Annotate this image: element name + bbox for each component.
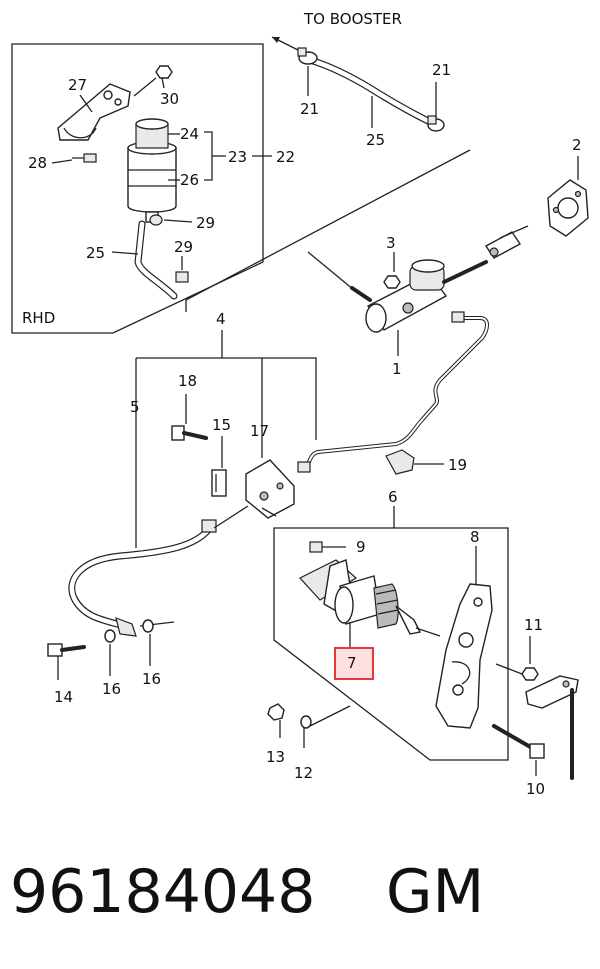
highlight-box-7[interactable] bbox=[334, 647, 374, 680]
label-23: 23 bbox=[228, 148, 247, 166]
bleeder-screw-9 bbox=[309, 541, 346, 553]
pipe-clip-19 bbox=[385, 449, 415, 475]
washer-12 bbox=[300, 715, 312, 729]
clutch-hose bbox=[68, 519, 217, 637]
label-18: 18 bbox=[178, 372, 197, 390]
label-16-right: 16 bbox=[142, 670, 161, 688]
bracket-17 bbox=[245, 459, 295, 519]
label-24: 24 bbox=[180, 125, 199, 143]
label-26: 26 bbox=[180, 171, 199, 189]
label-19: 19 bbox=[448, 456, 467, 474]
label-6: 6 bbox=[388, 488, 398, 506]
clamp-29-lower bbox=[175, 271, 189, 283]
label-29-lower: 29 bbox=[174, 238, 193, 256]
label-25-inset: 25 bbox=[86, 244, 105, 262]
brand-name: GM bbox=[386, 857, 484, 927]
label-12: 12 bbox=[294, 764, 313, 782]
bolt-10 bbox=[492, 724, 545, 759]
label-15: 15 bbox=[212, 416, 231, 434]
label-27: 27 bbox=[68, 76, 87, 94]
label-7[interactable]: 7 bbox=[347, 654, 357, 672]
label-16-left: 16 bbox=[102, 680, 121, 698]
label-14: 14 bbox=[54, 688, 73, 706]
label-3: 3 bbox=[386, 234, 396, 252]
label-28: 28 bbox=[28, 154, 47, 172]
label-29-upper: 29 bbox=[196, 214, 215, 232]
label-25-top: 25 bbox=[366, 131, 385, 149]
bolt-18 bbox=[171, 425, 208, 441]
slave-group-frame bbox=[273, 527, 509, 761]
nut-3 bbox=[383, 275, 401, 289]
label-22: 22 bbox=[276, 148, 295, 166]
nut-13 bbox=[267, 703, 285, 721]
label-1: 1 bbox=[392, 360, 402, 378]
clutch-slave-cylinder bbox=[299, 559, 441, 637]
rhd-label: RHD bbox=[22, 309, 55, 327]
label-13: 13 bbox=[266, 748, 285, 766]
washer-16-left bbox=[104, 629, 116, 643]
label-2: 2 bbox=[572, 136, 582, 154]
inset-reservoir-hose bbox=[134, 220, 178, 300]
label-21-right: 21 bbox=[432, 61, 451, 79]
pushrod-clevis bbox=[484, 225, 529, 259]
clip-15 bbox=[211, 469, 227, 497]
release-fork-8 bbox=[435, 583, 493, 729]
fluid-reservoir bbox=[127, 118, 177, 223]
label-8: 8 bbox=[470, 528, 480, 546]
label-5: 5 bbox=[130, 398, 140, 416]
part-number: 96184048 bbox=[10, 857, 315, 927]
label-11: 11 bbox=[524, 616, 543, 634]
label-9: 9 bbox=[356, 538, 366, 556]
rhd-inset-frame bbox=[11, 43, 264, 334]
screw-28 bbox=[72, 153, 97, 163]
pivot-plate bbox=[525, 675, 579, 709]
washer-16-right bbox=[142, 619, 154, 633]
hose-clamp-top-left bbox=[297, 47, 318, 65]
bolt-14 bbox=[47, 643, 86, 657]
label-21-left: 21 bbox=[300, 100, 319, 118]
clutch-master-cylinder bbox=[350, 259, 488, 333]
clutch-fluid-pipe bbox=[297, 311, 489, 473]
nut-11 bbox=[521, 667, 539, 681]
clamp-29-upper bbox=[149, 214, 163, 226]
label-10: 10 bbox=[526, 780, 545, 798]
label-30: 30 bbox=[160, 90, 179, 108]
to-booster-label: TO BOOSTER bbox=[303, 10, 402, 28]
label-17: 17 bbox=[250, 422, 269, 440]
reservoir-bracket bbox=[57, 83, 131, 141]
booster-hose bbox=[306, 56, 434, 126]
gasket-2 bbox=[547, 179, 589, 237]
arrow-icon bbox=[271, 36, 299, 51]
hose-clamp-top-right bbox=[427, 115, 445, 132]
nut-30 bbox=[155, 65, 173, 79]
label-4: 4 bbox=[216, 310, 226, 328]
